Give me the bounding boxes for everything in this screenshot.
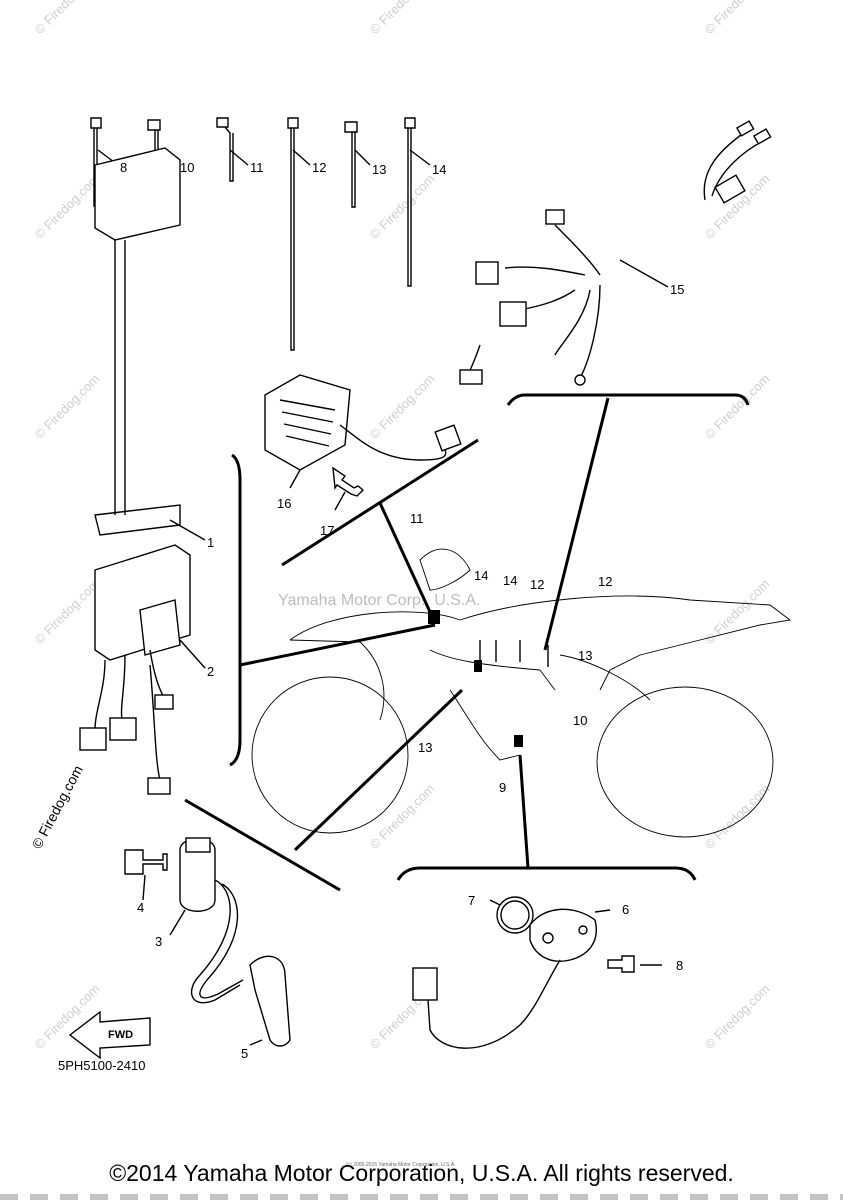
callout-numbers: 8 10 11 12 13 14 15 16 17 1 2 11 14 14 1… bbox=[120, 160, 684, 1061]
callout-12c: 12 bbox=[598, 574, 612, 589]
watermark-center: Yamaha Motor Corp., U.S.A. bbox=[278, 592, 480, 609]
cable-tie-11 bbox=[216, 117, 234, 182]
callout-12: 12 bbox=[312, 160, 326, 175]
watermark: © Firedog.com bbox=[367, 0, 438, 37]
bracket-regulator bbox=[281, 438, 479, 567]
callout-3: 3 bbox=[155, 934, 162, 949]
callout-7: 7 bbox=[468, 893, 475, 908]
copyright-footer: ©2014 Yamaha Motor Corporation, U.S.A. A… bbox=[109, 1160, 734, 1186]
callout-14c: 14 bbox=[503, 573, 517, 588]
callout-8: 8 bbox=[676, 958, 683, 973]
watermark: © Firedog.com bbox=[367, 371, 438, 442]
callout-13c: 13 bbox=[418, 740, 432, 755]
watermark: © Firedog.com bbox=[702, 0, 773, 37]
callout-11b: 11 bbox=[410, 511, 424, 526]
callout-10b: 10 bbox=[573, 713, 587, 728]
bracket-harness bbox=[506, 393, 750, 406]
callout-4: 4 bbox=[137, 900, 144, 915]
callout-10: 10 bbox=[180, 160, 194, 175]
watermark: © Firedog.com bbox=[32, 371, 103, 442]
callout-17: 17 bbox=[320, 523, 334, 538]
fwd-label: FWD bbox=[108, 1029, 133, 1041]
callout-1: 1 bbox=[207, 535, 214, 550]
watermark: © Firedog.com bbox=[29, 763, 86, 852]
part-code: 5PH5100-2410 bbox=[58, 1058, 145, 1073]
watermark: © Firedog.com bbox=[32, 576, 103, 647]
callout-11: 11 bbox=[250, 160, 264, 175]
tiny-copyright: (c) 2005-2015 Yamaha Motor Corporation, … bbox=[346, 1162, 456, 1168]
callout-13b: 13 bbox=[578, 648, 592, 663]
callout-14b: 14 bbox=[474, 568, 488, 583]
rectifier-regulator bbox=[264, 374, 462, 511]
callout-13: 13 bbox=[372, 162, 386, 177]
callout-12b: 12 bbox=[530, 577, 544, 592]
cdi-unit bbox=[79, 147, 206, 795]
watermark: © Firedog.com bbox=[702, 981, 773, 1052]
sensor-assembly bbox=[412, 896, 662, 1049]
bracket-ignition bbox=[184, 798, 341, 892]
watermark: © Firedog.com bbox=[32, 171, 103, 242]
callout-15: 15 bbox=[670, 282, 684, 297]
watermark: © Firedog.com bbox=[367, 171, 438, 242]
forward-arrow-icon: FWD bbox=[68, 1010, 151, 1060]
cable-tie-13 bbox=[344, 121, 358, 208]
watermark: © Firedog.com bbox=[702, 371, 773, 442]
wire-harness bbox=[459, 120, 772, 386]
callout-9b: 9 bbox=[499, 780, 506, 795]
callout-16: 16 bbox=[277, 496, 291, 511]
watermark: © Firedog.com bbox=[702, 576, 773, 647]
callout-5: 5 bbox=[241, 1046, 248, 1061]
scan-artifact-bar bbox=[0, 1194, 843, 1200]
callout-2: 2 bbox=[207, 664, 214, 679]
watermark: © Firedog.com bbox=[702, 781, 773, 852]
bracket-sensor bbox=[396, 866, 697, 881]
motorcycle-outline bbox=[251, 548, 792, 838]
callout-6: 6 bbox=[622, 902, 629, 917]
callout-9: 8 bbox=[120, 160, 127, 175]
cable-tie-12 bbox=[287, 117, 299, 351]
ignition-coil bbox=[124, 837, 291, 1047]
bracket-cdi bbox=[229, 453, 242, 767]
watermark: © Firedog.com bbox=[32, 0, 103, 37]
parts-diagram: © Firedog.com © Firedog.com © Firedog.co… bbox=[29, 0, 792, 1073]
cable-tie-14 bbox=[404, 117, 416, 287]
callout-14: 14 bbox=[432, 162, 446, 177]
